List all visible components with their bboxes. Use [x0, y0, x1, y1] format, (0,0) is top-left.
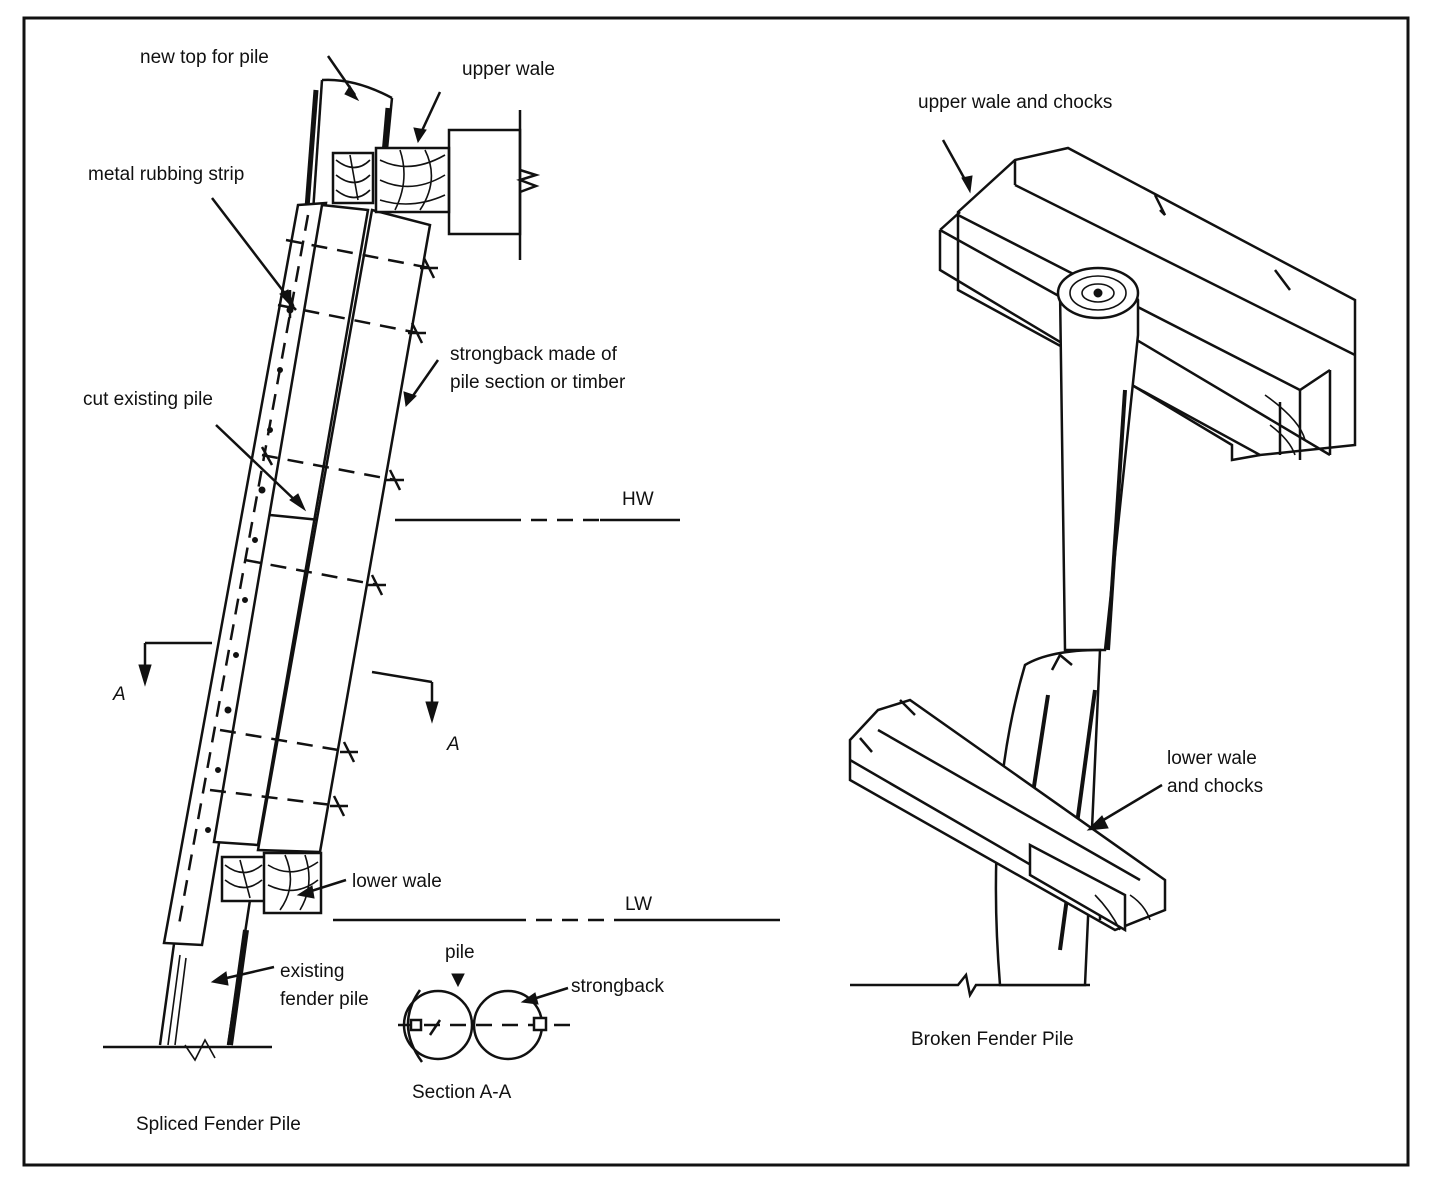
label-lower-wale: lower wale — [352, 871, 442, 892]
label-section-strongback: strongback — [571, 976, 664, 997]
lower-chock — [220, 855, 268, 903]
label-section-a-right: A — [446, 734, 460, 755]
label-existing-1: existing — [280, 961, 344, 982]
label-cut-pile: cut existing pile — [83, 389, 213, 410]
wale-break-1 — [1153, 194, 1167, 216]
label-strongback-1: strongback made of — [450, 344, 618, 365]
label-rubbing-strip: metal rubbing strip — [88, 164, 244, 185]
caption-broken: Broken Fender Pile — [911, 1029, 1074, 1050]
section-a-a-drawing — [398, 973, 575, 1063]
new-top-edge — [321, 78, 393, 100]
label-section-a-left: A — [112, 684, 126, 705]
strip-bolts — [205, 306, 294, 833]
section-arrow-left — [138, 664, 152, 687]
upper-wale-assembly — [956, 146, 1357, 457]
spliced-fender-pile-drawing — [103, 55, 780, 1062]
figure-border — [22, 16, 1410, 1167]
pile-break — [1050, 653, 1073, 671]
label-strongback-2: pile section or timber — [450, 372, 626, 393]
lower-wale-arrow — [1086, 815, 1109, 831]
label-broken-lower-wale-1: lower wale — [1167, 748, 1257, 769]
lower-wale-block — [262, 851, 323, 915]
broken-fender-pile-drawing — [848, 139, 1357, 999]
label-lw: LW — [625, 894, 652, 915]
spliced-leaders — [210, 55, 442, 986]
label-upper-wale: upper wale — [462, 59, 555, 80]
upper-wale-arrow — [961, 175, 973, 194]
pile-break-symbol — [184, 1038, 216, 1062]
through-bolts — [209, 238, 438, 817]
label-hw: HW — [622, 489, 654, 510]
label-broken-upper-wale: upper wale and chocks — [918, 92, 1112, 113]
metal-rubbing-strip — [162, 201, 328, 947]
wale-break-2 — [1274, 269, 1291, 291]
caption-spliced: Spliced Fender Pile — [136, 1114, 301, 1135]
pile-upper-part — [1058, 267, 1140, 652]
label-section-pile: pile — [445, 942, 475, 963]
section-arrow-right — [425, 701, 439, 724]
pier-face — [447, 128, 522, 236]
label-existing-2: fender pile — [280, 989, 369, 1010]
lower-wale-assembly — [848, 698, 1167, 932]
lower-chock — [1028, 842, 1127, 933]
pile-cut-line — [269, 513, 321, 522]
ground-line-right — [850, 972, 1090, 999]
label-new-top: new top for pile — [140, 47, 269, 68]
lower-wale-break — [859, 737, 873, 753]
label-broken-lower-wale-2: and chocks — [1167, 776, 1263, 797]
caption-section: Section A-A — [412, 1082, 512, 1103]
pier-break-symbol — [516, 168, 541, 194]
